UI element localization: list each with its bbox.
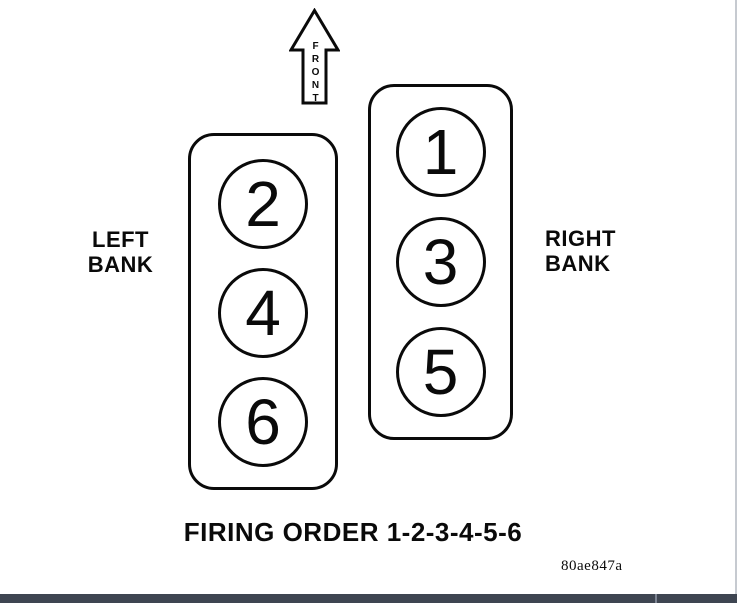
right-bank-label-line2: BANK: [545, 251, 611, 276]
right-bank-outline: 1 3 5: [368, 84, 513, 440]
cylinder-3: 3: [395, 217, 486, 307]
cylinder-4: 4: [218, 268, 308, 358]
front-arrow-icon: [289, 8, 340, 105]
cylinder-5: 5: [395, 327, 486, 417]
left-bank-label: LEFT BANK: [63, 227, 178, 277]
bottom-taskbar: [0, 594, 737, 603]
left-bank-label-line2: BANK: [87, 252, 154, 277]
right-bank-label-line1: RIGHT: [545, 226, 616, 251]
left-bank-outline: 2 4 6: [188, 133, 338, 490]
front-label: FRONT: [310, 41, 321, 106]
cylinder-2: 2: [218, 159, 308, 249]
cylinder-1: 1: [395, 107, 486, 197]
figure-id: 80ae847a: [561, 558, 623, 574]
taskbar-divider: [655, 594, 657, 603]
right-edge-divider: [735, 0, 737, 594]
cylinder-6: 6: [218, 377, 308, 467]
firing-order-caption: FIRING ORDER 1-2-3-4-5-6: [183, 517, 523, 547]
right-bank-label: RIGHT BANK: [545, 226, 616, 276]
left-bank-label-line1: LEFT: [92, 227, 149, 252]
